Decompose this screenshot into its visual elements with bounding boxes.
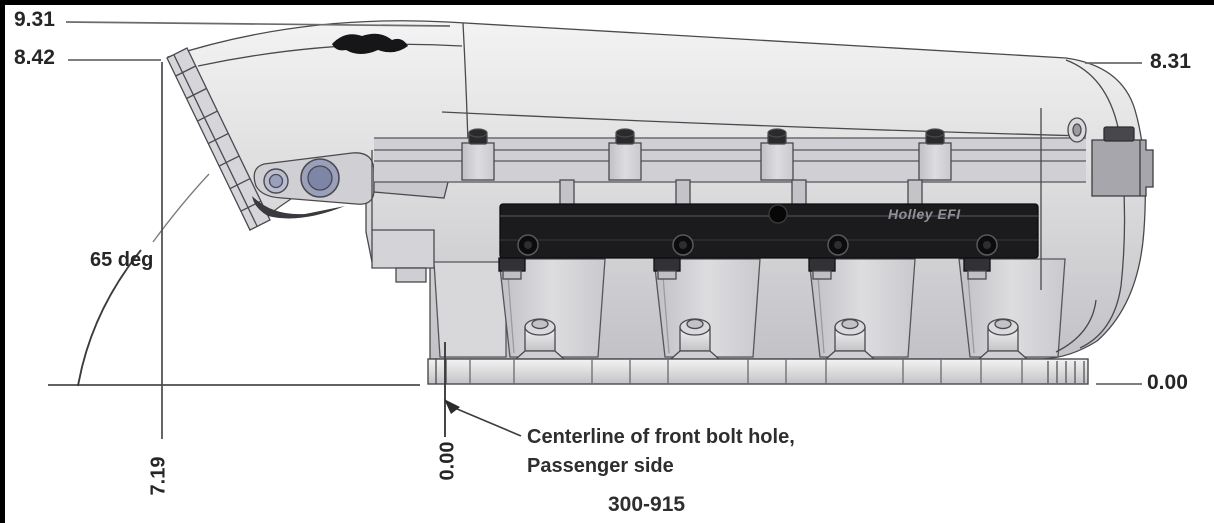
plenum-end-cap [1040,59,1154,353]
callout-leader [449,405,522,437]
dimension-centerline-reference: 0.00 [436,441,459,481]
base-flange [427,358,1089,385]
dimension-rear-height: 8.31 [1150,50,1191,73]
lid-edge-line [441,111,1087,137]
dimension-peak-height: 9.31 [14,8,55,31]
manifold-body: Holley EFI [152,20,1154,385]
dimension-throttle-offset: 7.19 [147,456,170,496]
fuel-rail: Holley EFI [499,203,1039,259]
rear-foot-ribs [1047,361,1085,383]
rail-standoff-posts [559,179,923,207]
lid-bolt-bosses [461,128,952,181]
part-number: 300-915 [608,493,686,516]
dimension-throttle-angle: 65 deg [90,249,154,271]
dimension-base-reference: 0.00 [1147,371,1188,394]
centerline-note: Centerline of front bolt hole, Passenger… [527,423,795,481]
dimension-lines [48,21,1142,439]
elbow-tube-inner-line [197,43,463,67]
fuel-injectors [498,257,991,280]
letterbox-left-bar [0,0,5,523]
angle-arc-lower [77,249,142,387]
throttle-flange [166,47,271,231]
centerline-note-line1: Centerline of front bolt hole, [527,426,795,448]
rail-mounting-screws [517,234,998,256]
rail-port-plug [768,204,788,224]
dimension-throttle-flange-height: 8.42 [14,46,55,69]
centerline-note-line2: Passenger side [527,455,674,477]
flange-face-extension-line [152,173,210,243]
callout-arrowhead [444,399,460,414]
letterbox-top-bar [0,0,1214,5]
fuel-rail-brand-label: Holley EFI [888,206,961,222]
mounting-ear [1091,139,1154,197]
tube-plenum-seam [462,22,469,144]
holley-script-logo [332,33,408,54]
front-bolt-towers [514,318,1029,360]
leader-9-31 [65,21,451,27]
